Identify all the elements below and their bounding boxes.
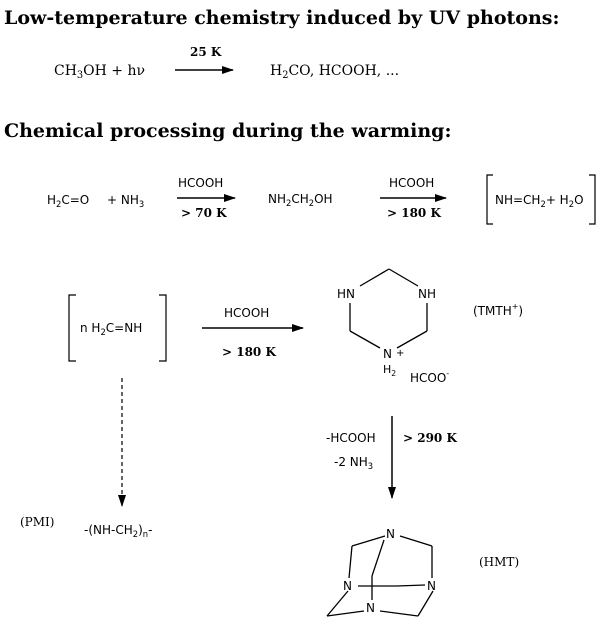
- hmt-n-left: N: [343, 579, 352, 593]
- reaction1-condition: 25 K: [190, 45, 222, 59]
- tmth-nh-right: NH: [418, 287, 436, 301]
- reaction1-products: H2CO, HCOOH, ...: [270, 63, 399, 81]
- reaction3-methanimine: n H2C=NH: [80, 321, 142, 337]
- hmt-cage: [326, 535, 434, 617]
- reaction2-reactant-formaldehyde: H2C=O: [47, 193, 89, 209]
- reaction2-product: NH=CH2+ H2O: [495, 193, 584, 209]
- pmi-label: (PMI): [20, 515, 54, 529]
- reaction2-reactant-ammonia: + NH3: [107, 193, 144, 209]
- tmth-h2: H2: [383, 363, 396, 378]
- pmi-formula: -(NH-CH2)n-: [84, 523, 152, 539]
- hmt-label: (HMT): [479, 555, 519, 569]
- reaction3-bracket-left: [68, 294, 76, 362]
- reaction2-step1-catalyst: HCOOH: [178, 176, 223, 190]
- tmth-plus: +: [396, 348, 404, 359]
- reaction3-catalyst: HCOOH: [224, 306, 269, 320]
- reaction2-bracket-right: [589, 174, 596, 225]
- tmth-label: (TMTH+): [473, 302, 523, 318]
- reaction1-reactant: CH3OH + hν: [54, 63, 145, 81]
- hmt-temperature: > 290 K: [403, 431, 457, 445]
- heading-low-temperature: Low-temperature chemistry induced by UV …: [4, 7, 559, 29]
- hmt-condition-hcooh: -HCOOH: [326, 431, 376, 445]
- tmth-n-bottom: N: [383, 347, 392, 361]
- reaction2-step2-temperature: > 180 K: [387, 206, 441, 220]
- tmth-counter-ion: HCOO-: [410, 369, 449, 385]
- tmth-ring: [349, 268, 428, 349]
- hmt-n-bottom: N: [366, 601, 375, 615]
- reaction2-step1-temperature: > 70 K: [181, 206, 227, 220]
- reaction2-bracket-left: [486, 174, 493, 225]
- tmth-nh-left: HN: [337, 287, 355, 301]
- heading-warming: Chemical processing during the warming:: [4, 120, 451, 142]
- reaction2-intermediate: NH2CH2OH: [268, 192, 333, 208]
- hmt-condition-nh3: -2 NH3: [334, 455, 373, 471]
- reaction3-bracket-right: [159, 294, 167, 362]
- reaction3-temperature: > 180 K: [222, 345, 276, 359]
- hmt-n-right: N: [427, 579, 436, 593]
- hmt-n-top: N: [386, 527, 395, 541]
- reaction2-step2-catalyst: HCOOH: [389, 176, 434, 190]
